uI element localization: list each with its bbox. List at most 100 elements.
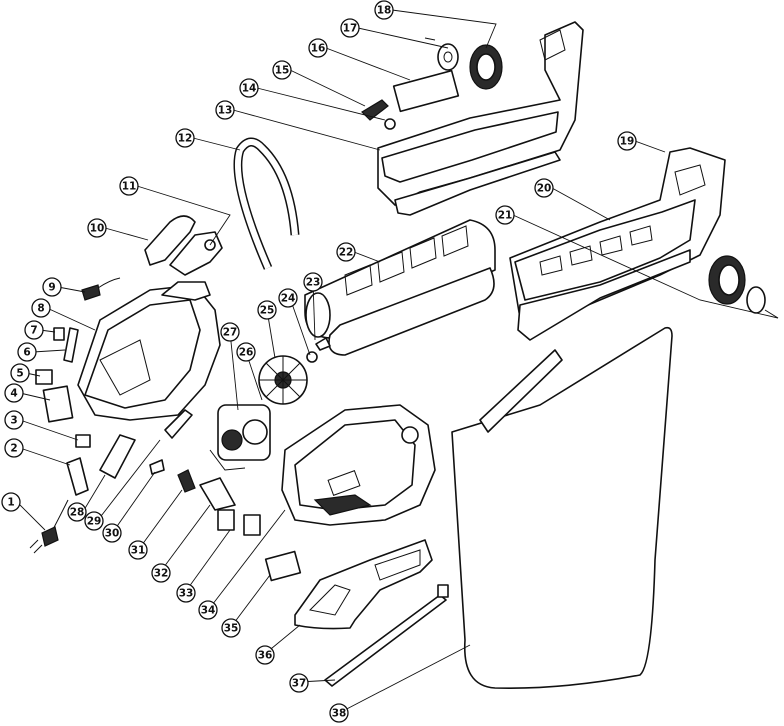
callout-4: 4 (4, 383, 24, 403)
callout-circle (495, 205, 515, 225)
callout-number: 25 (260, 305, 275, 317)
fan-nut (315, 337, 331, 351)
callout-22: 22 (336, 242, 356, 262)
callout-31: 31 (128, 540, 148, 560)
callout-11: 11 (119, 176, 139, 196)
impeller-fan (258, 355, 308, 405)
callout-circle (336, 242, 356, 262)
callout-circle (1, 492, 21, 512)
cable-tie-head (437, 584, 449, 598)
callout-group: 1234567891011121314151617181920212223242… (1, 0, 637, 723)
callout-6: 6 (17, 342, 37, 362)
callout-circle (4, 438, 24, 458)
callout-circle (534, 178, 554, 198)
spring (384, 118, 396, 130)
callout-8: 8 (31, 298, 51, 318)
callout-number: 6 (23, 347, 30, 359)
callout-27: 27 (220, 322, 240, 342)
part-7 (53, 327, 65, 341)
callout-number: 3 (10, 415, 17, 427)
callout-number: 31 (131, 545, 146, 557)
foam-pad-2 (243, 514, 261, 536)
callout-number: 21 (498, 210, 513, 222)
callout-number: 18 (377, 5, 392, 17)
callout-number: 11 (122, 181, 137, 193)
callout-circle (329, 703, 349, 723)
callout-2: 2 (4, 438, 24, 458)
right-housing (281, 404, 436, 526)
callout-circle (278, 288, 298, 308)
callout-circle (175, 128, 195, 148)
cord-clamp (75, 434, 91, 448)
callout-26: 26 (236, 342, 256, 362)
nut (306, 351, 318, 363)
callout-1: 1 (1, 492, 21, 512)
bracket (164, 409, 193, 439)
top-wheel-parts (424, 37, 503, 90)
callout-circle (67, 502, 87, 522)
lower-tube-housing (509, 147, 726, 341)
callout-circle (221, 618, 241, 638)
callout-36: 36 (255, 645, 275, 665)
lever (199, 477, 236, 511)
callout-number: 13 (218, 105, 233, 117)
callout-7: 7 (24, 320, 44, 340)
callout-circle (17, 342, 37, 362)
callout-37: 37 (289, 673, 309, 693)
callout-18: 18 (374, 0, 394, 20)
cable-tie (324, 594, 447, 687)
callout-circle (128, 540, 148, 560)
callout-29: 29 (84, 511, 104, 531)
upper-tube-housing (377, 21, 584, 216)
callout-20: 20 (534, 178, 554, 198)
callout-circle (236, 342, 256, 362)
callout-14: 14 (239, 78, 259, 98)
callout-circle (257, 300, 277, 320)
cord-holder (99, 434, 136, 479)
callout-33: 33 (176, 583, 196, 603)
callout-number: 20 (537, 183, 552, 195)
callout-16: 16 (308, 38, 328, 58)
callout-circle (24, 320, 44, 340)
callout-number: 29 (87, 516, 102, 528)
callout-21: 21 (495, 205, 515, 225)
nozzle (294, 539, 433, 630)
callout-number: 32 (154, 568, 169, 580)
callout-number: 17 (343, 23, 358, 35)
callout-number: 2 (10, 443, 17, 455)
callout-circle (31, 298, 51, 318)
rating-label (42, 385, 74, 423)
callout-17: 17 (340, 18, 360, 38)
callout-circle (340, 18, 360, 38)
callout-number: 8 (37, 303, 44, 315)
middle-tube (304, 219, 496, 356)
callout-13: 13 (215, 100, 235, 120)
callout-number: 27 (223, 327, 238, 339)
callout-circle (617, 131, 637, 151)
callout-circle (4, 383, 24, 403)
callout-35: 35 (221, 618, 241, 638)
callout-number: 16 (311, 43, 326, 55)
callout-number: 12 (178, 133, 193, 145)
collection-bag (451, 326, 673, 690)
callout-10: 10 (87, 218, 107, 238)
callout-circle (4, 410, 24, 430)
callout-number: 7 (30, 325, 37, 337)
callout-number: 19 (620, 136, 635, 148)
callout-circle (42, 277, 62, 297)
callout-12: 12 (175, 128, 195, 148)
rear-wheel (708, 255, 779, 319)
callout-28: 28 (67, 502, 87, 522)
left-housing (77, 281, 221, 421)
motor (209, 404, 271, 471)
callout-number: 14 (242, 83, 257, 95)
callout-circle (10, 363, 30, 383)
callout-24: 24 (278, 288, 298, 308)
callout-circle (119, 176, 139, 196)
label-sticker (392, 69, 460, 113)
callout-circle (308, 38, 328, 58)
switch-button (361, 99, 389, 121)
callout-number: 26 (239, 347, 254, 359)
callout-circle (239, 78, 259, 98)
